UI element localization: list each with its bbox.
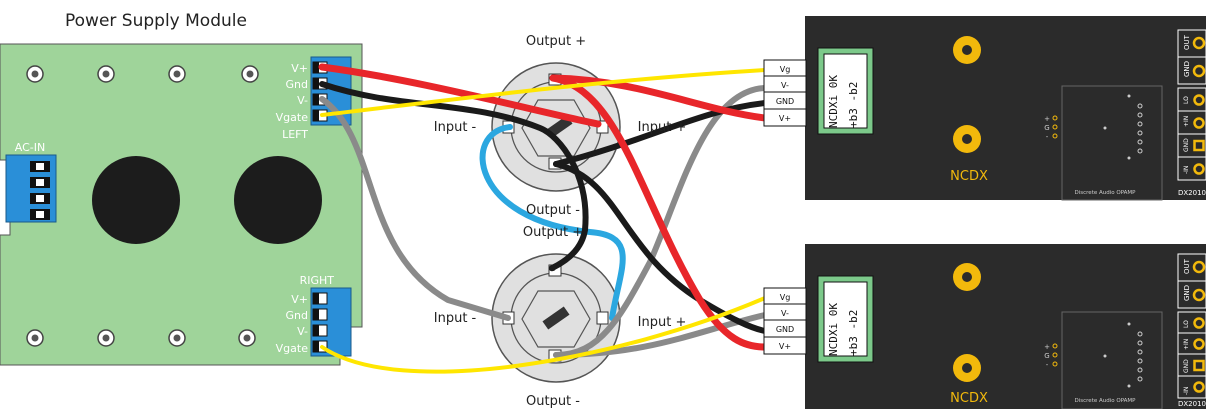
psu-screws (26, 65, 259, 347)
top-pgm-plus: + (1044, 115, 1050, 123)
top-pin-gnd2: GND (1183, 138, 1190, 152)
wire-red-top-module (549, 74, 769, 122)
bottom-pgm-minus: - (1046, 361, 1049, 369)
bottom-pin-gnd: GND (1183, 285, 1191, 301)
psu-capacitor-left (92, 156, 180, 244)
bottom-brand: NCDX (950, 391, 988, 406)
right-block-label: RIGHT (300, 274, 335, 287)
bottom-input-plus-label: Input + (638, 315, 687, 330)
wire-blue-top (479, 124, 626, 321)
bottom-opamp-label: Discrete Audio OPAMP (1075, 398, 1137, 404)
bottom-chip-line2: +b3 -b2 (847, 310, 860, 356)
bottom-output-plus-label: Output + (523, 225, 583, 240)
top-pin-gnd: GND (1183, 61, 1191, 77)
left-block-label: LEFT (282, 128, 308, 141)
ncdx-module-bottom: Vg V- GND V+ NCDXi 0K +b3 -b2 NCDX Discr… (763, 244, 1206, 409)
right-pin-vplus: V+ (291, 293, 308, 306)
wire-red-bottom-module (549, 74, 769, 351)
ac-in-terminal (5, 154, 57, 223)
bottom-pin-plus-in: +IN (1183, 339, 1190, 350)
wire-gray-bottom-module (684, 88, 765, 315)
bottom-pgm-g: G (1044, 352, 1049, 360)
top-module-pin-vminus: V- (781, 81, 789, 90)
left-pin-vplus: V+ (291, 62, 308, 75)
top-pin-lo: LO (1183, 96, 1190, 104)
left-pin-vgate: Vgate (276, 111, 309, 124)
bottom-pin-minus-in: -IN (1183, 387, 1190, 395)
bottom-input-minus-label: Input - (434, 311, 477, 326)
top-opamp-label: Discrete Audio OPAMP (1075, 190, 1137, 196)
right-pin-gnd: Gnd (286, 309, 308, 322)
bottom-pin-gnd2: GND (1183, 359, 1190, 373)
top-model: DX2010 (1178, 189, 1206, 197)
top-pin-plus-in: +IN (1183, 116, 1190, 127)
top-input-minus-label: Input - (434, 120, 477, 135)
top-chip-line1: NCDXi 0K (827, 75, 840, 128)
power-supply-board: AC-IN V+ Gnd V- Vgate LEFT RIGHT (0, 43, 363, 366)
bottom-module-pin-gnd: GND (776, 325, 794, 334)
left-pin-gnd: Gnd (286, 78, 308, 91)
bottom-chip-line1: NCDXi 0K (827, 303, 840, 356)
top-chip-line2: +b3 -b2 (847, 82, 860, 128)
right-terminal-block (310, 287, 352, 357)
bottom-pin-out: OUT (1183, 258, 1191, 274)
wire-yellow-top (320, 68, 767, 117)
bottom-module-pin-vminus: V- (781, 309, 789, 318)
bottom-pgm-plus: + (1044, 343, 1050, 351)
top-input-plus-label: Input + (638, 120, 687, 135)
top-pin-out: OUT (1183, 34, 1191, 50)
top-module-pin-vg: Vg (780, 65, 791, 74)
ncdx-module-top: Vg V- GND V+ NCDXi 0K +b3 -b2 NCDX Discr… (763, 16, 1206, 201)
bottom-model: DX2010 (1178, 400, 1206, 408)
top-brand: NCDX (950, 169, 988, 184)
jack-connector-bottom (491, 253, 621, 383)
wires (318, 63, 769, 374)
left-pin-vminus: V- (297, 94, 308, 107)
top-pgm-g: G (1044, 124, 1049, 132)
top-module-pin-vplus: V+ (779, 114, 791, 123)
bottom-module-pin-vg: Vg (780, 293, 791, 302)
bottom-module-pin-vplus: V+ (779, 342, 791, 351)
wire-yellow-bottom (320, 296, 767, 374)
bottom-pin-lo: LO (1183, 320, 1190, 328)
ac-in-label: AC-IN (15, 141, 45, 154)
top-output-plus-label: Output + (526, 34, 586, 49)
right-pin-vgate: Vgate (276, 342, 309, 355)
wire-red-vplus (318, 63, 602, 128)
wire-black-top-module (553, 100, 768, 167)
top-pin-minus-in: -IN (1183, 166, 1190, 174)
psu-capacitor-right (234, 156, 322, 244)
top-output-minus-label: Output - (526, 203, 580, 218)
page-title: Power Supply Module (65, 11, 247, 31)
top-module-pin-gnd: GND (776, 97, 794, 106)
right-pin-vminus: V- (297, 325, 308, 338)
wire-gray-left (319, 96, 511, 321)
bottom-output-minus-label: Output - (526, 394, 580, 409)
wire-black-bottom-module (553, 161, 768, 334)
wire-black-gnd (319, 81, 589, 272)
top-pgm-minus: - (1046, 133, 1049, 141)
